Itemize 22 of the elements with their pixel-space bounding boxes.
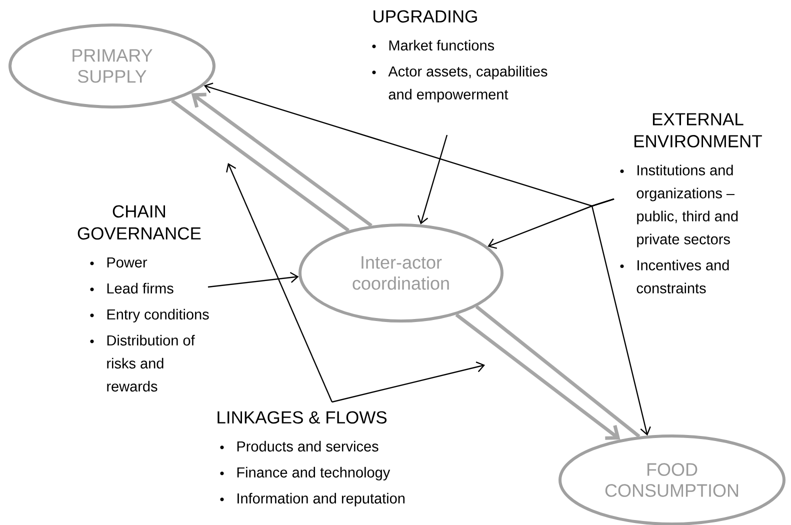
bullet-item: Lead firms xyxy=(107,282,174,294)
bullet-item: Information and reputation xyxy=(238,492,404,506)
bullet-item: Power xyxy=(107,257,148,268)
bullet-item: Market functions xyxy=(389,40,494,51)
arrow xyxy=(208,272,299,288)
arrow xyxy=(191,92,372,228)
bullet-item: Finance and technology xyxy=(237,466,390,480)
bullet-item: Incentives and constraints xyxy=(636,260,729,294)
arrow xyxy=(591,198,651,436)
heading: CHAIN GOVERNANCE xyxy=(78,205,201,240)
heading: LINKAGES & FLOWS xyxy=(218,411,387,424)
arrow xyxy=(455,313,620,440)
arrow xyxy=(418,134,448,224)
bullet-item: Institutions and organizations – public, third and private sectors xyxy=(636,164,738,248)
heading: UPGRADING xyxy=(374,10,477,23)
arrow xyxy=(332,361,485,403)
bullet-item: Distribution of risks and rewards xyxy=(107,334,195,392)
bullet-item: Entry conditions xyxy=(107,308,209,322)
heading: EXTERNAL ENVIRONMENT xyxy=(634,113,762,148)
bullet-item: Actor assets, capabilities and empowerment xyxy=(388,66,548,102)
bullet-item: Products and services xyxy=(237,440,378,452)
arrow xyxy=(226,163,333,402)
